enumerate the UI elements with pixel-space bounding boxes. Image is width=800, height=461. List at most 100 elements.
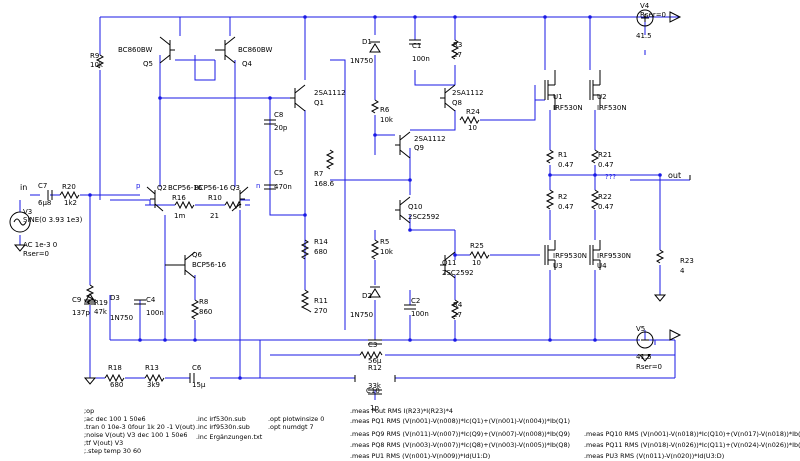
r25-val: 10 [472,259,481,267]
r18-ref: R18 [108,364,122,372]
r19-val: 47k [94,308,108,316]
meas-left-2: .meas PQ1 RMS (V(n001)-V(n008))*Ic(Q1)+(… [350,417,570,425]
net-n: n [256,182,260,190]
c1-val: 100n [412,55,430,63]
c6-ref: C6 [192,364,202,372]
r2-val: 0.47 [558,203,574,211]
r20-val: 1k2 [64,199,77,207]
r13-ref: R13 [145,364,159,372]
net-in: in [20,183,27,192]
r4-ref: R4 [453,301,463,309]
v3-ac: AC 1e-3 0 [23,241,57,249]
c1-ref: C1 [412,42,421,50]
r21-ref: R21 [598,151,612,159]
r4-val: 27 [453,311,462,319]
r21-val: 0.47 [598,161,614,169]
r16-val: 1m [174,212,185,220]
r20-ref: R20 [62,183,76,191]
component-labels: BC860BW Q5 BC860BW Q4 2SA1112 Q1 2SA1112… [20,2,694,412]
q2-model: BCP56-16 [168,184,203,192]
q4-model: BC860BW [238,46,272,54]
r12-val: 33k [368,382,382,390]
r9-val: 10k [90,61,104,69]
inc-directive-3: .inc Ergänzungen.txt [196,433,263,441]
v4-ref: V4 [640,2,650,10]
r24-val: 10 [468,124,477,132]
q8-ref: Q8 [452,99,462,107]
v5-val: 41.5 [636,353,652,361]
r10-val: 21 [210,212,219,220]
d2-ref: D2 [362,292,372,300]
q11-ref: Q11 [442,259,456,267]
r16-ref: R16 [172,194,186,202]
r25-ref: R25 [470,242,484,250]
sim-directive-5: ;tf V(out) V3 [84,439,123,447]
transistor-symbols [146,36,601,279]
opt-directive-2: .opt numdgt 7 [268,423,314,431]
net-p: p [136,182,141,190]
spice-directives: ;op ;ac dec 100 1 50e6 .tran 0 10e-3 0 ;… [84,407,800,460]
resistor-symbols [59,39,665,383]
v5-ref: V5 [636,325,645,333]
v3-rser: Rser=0 [23,250,49,258]
u3-ref: U3 [553,262,563,270]
q1-ref: Q1 [314,99,324,107]
c10-val: 1p [370,404,379,412]
q6-model: BCP56-16 [192,261,227,269]
r13-val: 3k9 [147,381,160,389]
sim-directive-4: ;noise V(out) V3 dec 100 1 50e6 [84,431,188,439]
c2-val: 100n [411,310,429,318]
c8-ref: C8 [274,111,283,119]
v4-val: 41.5 [636,32,652,40]
d1-model: 1N750 [350,57,373,65]
inc-directive-2: .inc irf9530n.sub [196,423,250,431]
q5-ref: Q5 [143,60,153,68]
r23-ref: R23 [680,257,694,265]
q3-ref: Q3 [230,184,240,192]
d2-model: 1N750 [350,311,373,319]
r8-val: 860 [199,308,212,316]
sim-directive-2: ;ac dec 100 1 50e6 [84,415,146,423]
c5-ref: C5 [274,169,283,177]
meas-left-5: .meas PU1 RMS (V(n001)-V(n009))*Id(U1:D) [350,452,490,460]
v3-ref: V3 [23,208,32,216]
q9-ref: Q9 [414,144,424,152]
meas-right-1: .meas PQ10 RMS (V(n001)-V(n018))*Ic(Q10)… [584,430,800,438]
meas-left-4: .meas PQ8 RMS (V(n003)-V(n007))*Ic(Q8)+(… [350,441,570,449]
four-directive: .four 1k 20 -1 V(out) [130,423,195,431]
u2-model: IRF530N [597,104,627,112]
q2-ref: Q2 [157,184,167,192]
v3-func: SINE(0 3.93 1e3) [23,216,83,224]
r5-ref: R5 [380,238,389,246]
c7-val: 6µ8 [38,199,51,207]
r14-ref: R14 [314,238,328,246]
r11-val: 270 [314,307,327,315]
u1-model: IRF530N [553,104,583,112]
c3-ref: C3 [368,341,377,349]
c4-ref: C4 [146,296,156,304]
r11-ref: R11 [314,297,328,305]
meas-right-3: .meas PU3 RMS (V(n011)-V(n020))*Id(U3:D) [584,452,724,460]
source-symbols [9,9,691,385]
c6-val: 15µ [192,381,206,389]
u3-model: IRF9530N [553,252,587,260]
r19-ref: R19 [94,299,108,307]
r22-ref: R22 [598,193,612,201]
meas-left-1: .meas Pout RMS I(R23)*I(R23)*4 [350,407,453,415]
u4-ref: U4 [597,262,607,270]
d3-ref: D3 [110,294,120,302]
wires [19,16,690,400]
q1-model: 2SA1112 [314,89,346,97]
c5-val: 470n [274,183,292,191]
sim-directive-3: .tran 0 10e-3 0 [84,423,132,431]
r1-val: 0.47 [558,161,574,169]
r24-ref: R24 [466,108,480,116]
meas-left-3: .meas PQ9 RMS (V(n011)-V(n007))*Ic(Q9)+(… [350,430,570,438]
q5-model: BC860BW [118,46,152,54]
r12-ref: R12 [368,364,382,372]
r5-val: 10k [380,248,394,256]
r3-val: 27 [453,51,462,59]
c7-ref: C7 [38,182,47,190]
diode-symbols [84,41,381,303]
